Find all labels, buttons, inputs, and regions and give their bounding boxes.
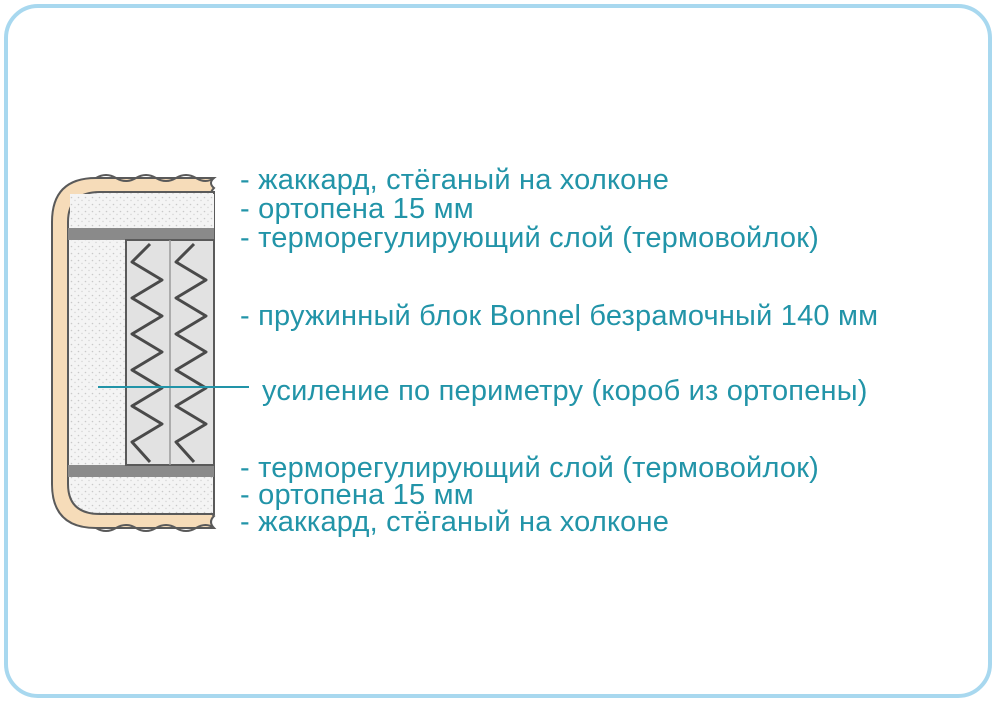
label-perimeter: усиление по периметру (короб из ортопены… bbox=[262, 375, 868, 407]
label-top-thermo: - терморегулирующий слой (термовойлок) bbox=[240, 222, 819, 254]
label-top-orthofoam: - ортопена 15 мм bbox=[240, 193, 474, 225]
label-spring-block: - пружинный блок Bonnel безрамочный 140 … bbox=[240, 300, 879, 332]
perimeter-pointer-line bbox=[98, 386, 249, 388]
thermo-felt-bottom bbox=[68, 465, 214, 477]
label-top-jacquard: - жаккард, стёганый на холконе bbox=[240, 164, 670, 196]
label-bottom-jacquard: - жаккард, стёганый на холконе bbox=[240, 506, 670, 538]
thermo-felt-top bbox=[68, 228, 214, 240]
quilt-edge-top bbox=[95, 174, 215, 182]
label-bottom-thermo: - терморегулирующий слой (термовойлок) bbox=[240, 452, 819, 484]
orthofoam-top bbox=[70, 194, 214, 228]
quilt-edge-bottom bbox=[95, 524, 215, 532]
spring-coil-left bbox=[130, 242, 164, 464]
spring-coil-right bbox=[174, 242, 208, 464]
label-bottom-orthofoam: - ортопена 15 мм bbox=[240, 479, 474, 511]
